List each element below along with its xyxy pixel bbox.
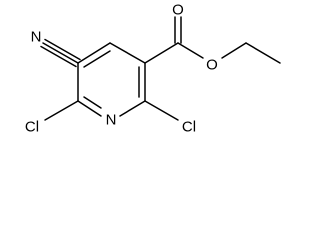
ring-bond-c4-c3 <box>109 42 146 64</box>
ring-bond-c2-n <box>119 100 146 117</box>
bond-c3-carbonyl-c <box>144 42 179 64</box>
ring-bond-n-c6 <box>77 100 102 117</box>
ring-bond-n-c6-inner <box>83 96 102 109</box>
ring-nitrogen-label: N <box>106 112 117 129</box>
bond-c2-cl <box>144 100 179 121</box>
bond-carbonyl-c-ester-o <box>177 42 204 59</box>
bond-c6-cl <box>44 100 79 121</box>
nitrile-nitrogen-label: N <box>31 29 42 46</box>
nitrile-bond-3 <box>44 38 81 61</box>
ring-bond-c5-c4-inner <box>83 50 111 68</box>
chlorine-left-label: Cl <box>25 119 39 136</box>
chlorine-right-label: Cl <box>182 119 196 136</box>
bond-ch2-ch3 <box>245 42 281 64</box>
ring-bond-c5-c4 <box>77 42 111 64</box>
carbonyl-oxygen-label: O <box>172 2 184 19</box>
structure-canvas: N N O O Cl Cl <box>25 2 281 136</box>
bond-ester-o-ch2 <box>221 42 247 59</box>
molecule-diagram: N N O O Cl Cl <box>25 2 281 136</box>
nitrile-bond-2 <box>40 45 77 68</box>
ester-oxygen-label: O <box>206 57 218 74</box>
nitrile-bond-1 <box>42 42 79 64</box>
